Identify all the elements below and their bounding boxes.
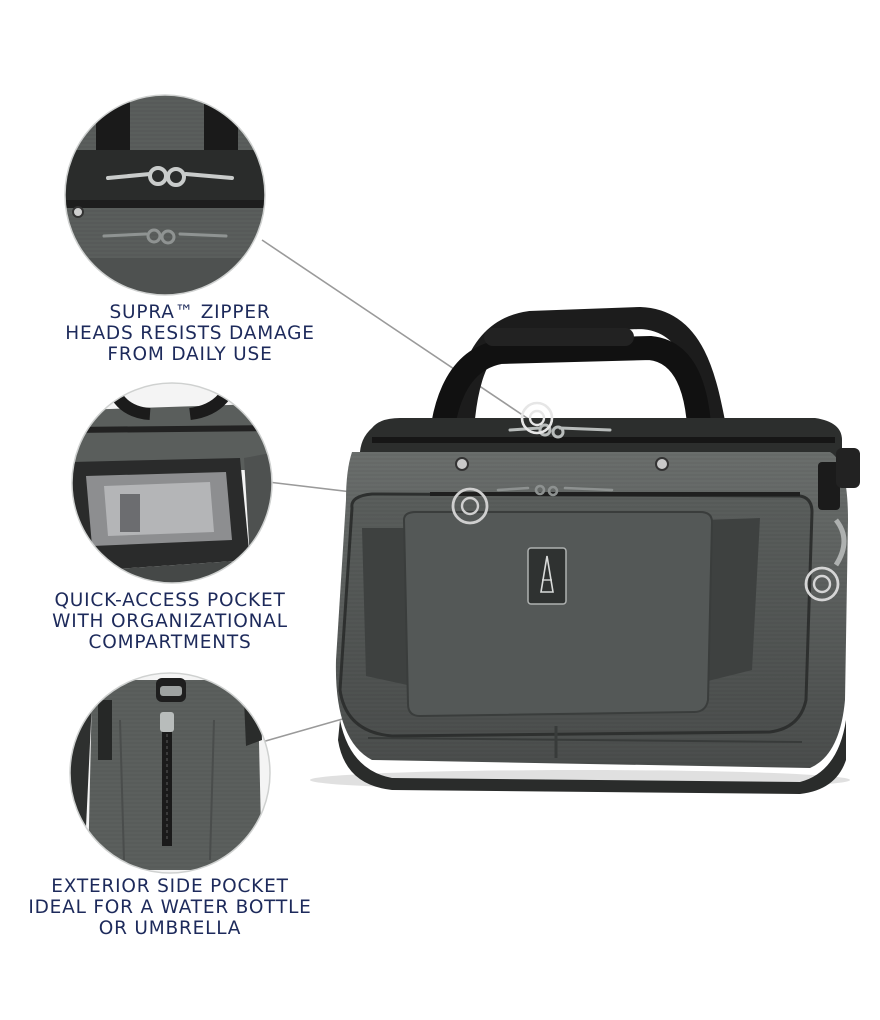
leader-line-zipper	[261, 239, 531, 421]
callout-line: FROM DAILY USE	[107, 344, 273, 365]
callout-line: OR UMBRELLA	[98, 918, 242, 939]
callout-exterior-side-pocket: EXTERIOR SIDE POCKET IDEAL FOR A WATER B…	[20, 876, 320, 939]
callout-zipper-heads: SUPRA™ ZIPPER HEADS RESISTS DAMAGE FROM …	[40, 302, 340, 365]
detail-circle-pocket	[72, 383, 272, 583]
marker-zipper	[520, 401, 554, 435]
callout-line: QUICK-ACCESS POCKET	[54, 590, 286, 611]
handle-back	[451, 306, 727, 477]
callout-line: WITH ORGANIZATIONAL	[52, 611, 288, 632]
callout-line: IDEAL FOR A WATER BOTTLE	[28, 897, 312, 918]
handle-front	[428, 335, 712, 478]
detail-circle-zipper	[65, 95, 265, 295]
detail-circle-side-pocket	[70, 673, 270, 873]
callout-line: COMPARTMENTS	[88, 632, 252, 653]
callout-line: HEADS RESISTS DAMAGE	[65, 323, 315, 344]
handle-grip	[484, 328, 634, 346]
pocket-zipper-pulls	[496, 484, 614, 497]
marker-pocket	[451, 487, 489, 525]
callout-line: EXTERIOR SIDE POCKET	[51, 876, 289, 897]
target-markers	[451, 401, 840, 602]
callout-line: SUPRA™ ZIPPER	[109, 302, 271, 323]
brand-logo-tag	[527, 547, 567, 605]
bag-illustration	[310, 306, 860, 794]
callout-quick-access-pocket: QUICK-ACCESS POCKET WITH ORGANIZATIONAL …	[20, 590, 320, 653]
marker-side-pocket	[804, 566, 840, 602]
